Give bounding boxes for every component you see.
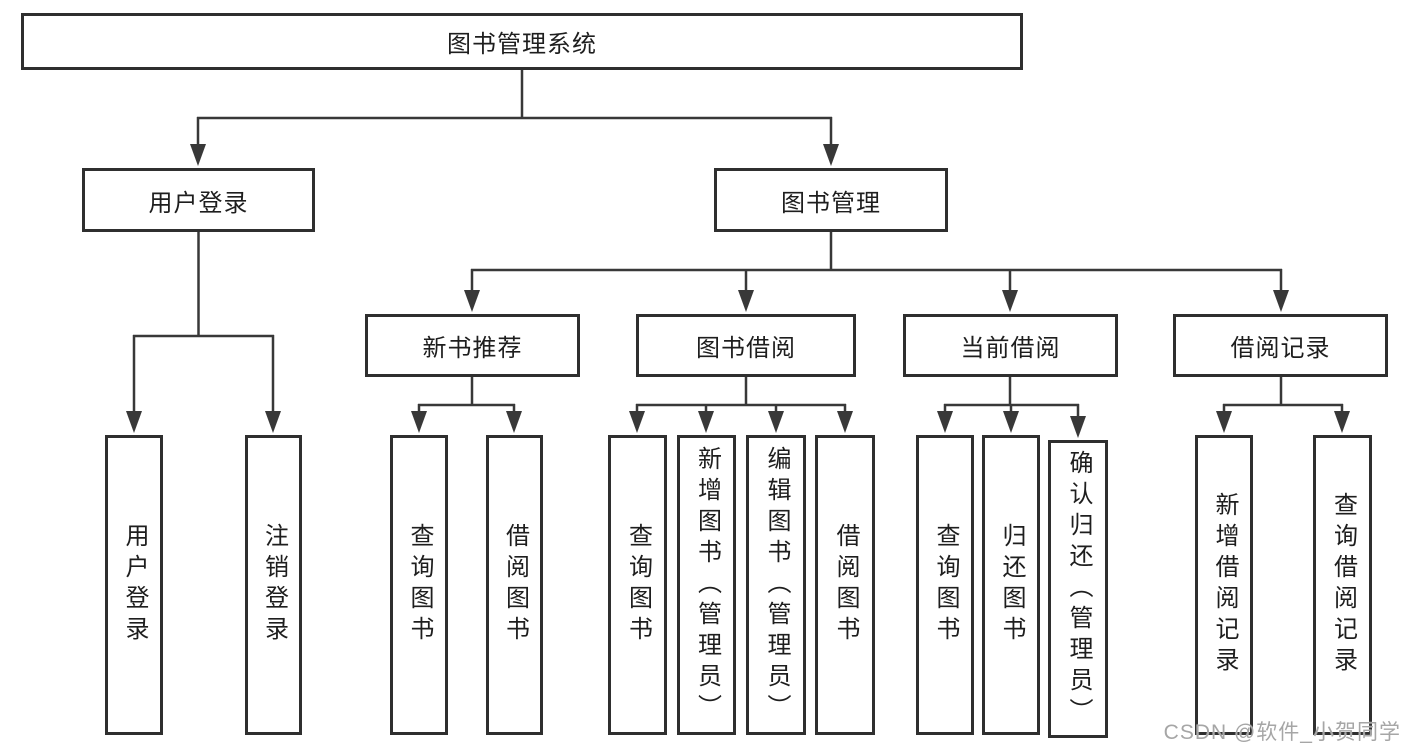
node-label: 用户登录: [121, 523, 148, 647]
node-label: 查询图书: [624, 523, 652, 647]
leaf-query-books: 查询图书: [390, 435, 448, 735]
node-library-management-system: 图书管理系统: [21, 13, 1023, 70]
connector-book-mgmt-to-level3: [470, 232, 1283, 298]
node-label: 新增图书（管理员）: [693, 445, 721, 725]
node-label: 查询借阅记录: [1329, 492, 1357, 678]
node-label: 用户登录: [148, 189, 249, 217]
leaf-add-borrow-record: 新增借阅记录: [1195, 435, 1253, 735]
leaf-add-books-admin: 新增图书（管理员）: [677, 435, 736, 735]
leaf-user-login: 用户登录: [105, 435, 163, 735]
node-label: 归还图书: [998, 523, 1025, 647]
leaf-confirm-return-admin: 确认归还（管理员）: [1048, 440, 1108, 738]
arrowheads: [126, 144, 1350, 438]
node-current-borrowing: 当前借阅: [903, 314, 1118, 377]
node-label: 注销登录: [260, 523, 288, 647]
leaf-query-books: 查询图书: [608, 435, 667, 735]
connector-user-login-to-leaves: [132, 232, 275, 419]
node-label: 图书借阅: [696, 335, 796, 362]
node-user-login: 用户登录: [82, 168, 315, 232]
leaf-query-books: 查询图书: [916, 435, 974, 735]
node-label: 借阅图书: [501, 523, 529, 647]
csdn-watermark: CSDN @软件_小贺同学: [1163, 721, 1401, 744]
leaf-borrow-books: 借阅图书: [815, 435, 875, 735]
leaf-return-books: 归还图书: [982, 435, 1040, 735]
node-label: 图书管理: [781, 189, 881, 217]
leaf-borrow-books: 借阅图书: [486, 435, 543, 735]
connector-root-to-level2: [196, 70, 833, 152]
node-label: 新书推荐: [422, 335, 523, 362]
node-label: 确认归还（管理员）: [1065, 449, 1092, 729]
node-new-book-recommend: 新书推荐: [365, 314, 580, 377]
connector-borrow-records-to-leaves: [1222, 377, 1344, 419]
connector-new-books-to-leaves: [417, 377, 516, 419]
connector-book-borrow-to-leaves: [635, 377, 847, 419]
node-label: 查询图书: [406, 523, 433, 647]
node-label: 借阅记录: [1230, 335, 1331, 362]
node-label: 编辑图书（管理员）: [763, 445, 790, 725]
node-label: 图书管理系统: [447, 31, 597, 58]
node-book-borrowing: 图书借阅: [636, 314, 856, 377]
node-label: 新增借阅记录: [1211, 492, 1238, 678]
node-label: 查询图书: [932, 523, 959, 647]
node-label: 借阅图书: [832, 523, 859, 647]
node-borrowing-records: 借阅记录: [1173, 314, 1388, 377]
leaf-logout: 注销登录: [245, 435, 302, 735]
leaf-query-borrow-record: 查询借阅记录: [1313, 435, 1372, 735]
node-book-management: 图书管理: [714, 168, 948, 232]
leaf-edit-books-admin: 编辑图书（管理员）: [746, 435, 806, 735]
node-label: 当前借阅: [960, 335, 1061, 362]
